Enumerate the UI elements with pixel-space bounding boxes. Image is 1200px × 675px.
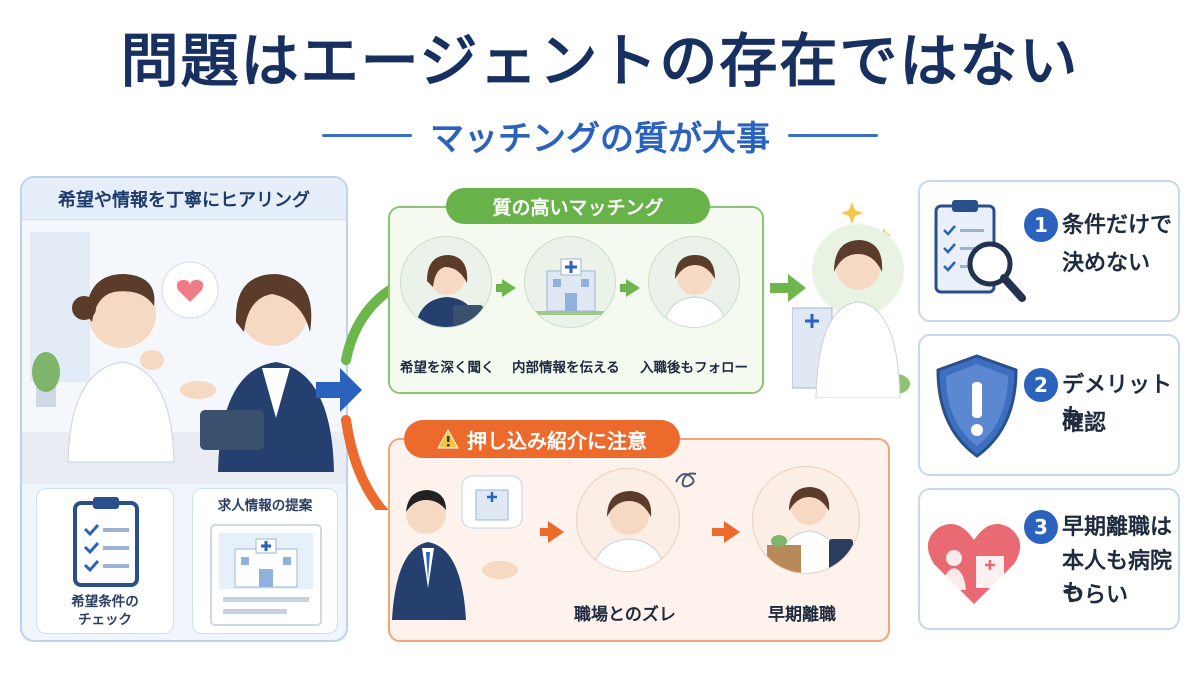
good-result-arrow-stem <box>770 283 790 293</box>
point-card-3: 3 早期離職は 本人も病院も つらい <box>918 488 1180 630</box>
bad-arrow-2-stem <box>712 528 724 536</box>
bad-arrow-1-stem <box>540 528 548 536</box>
pushy-referral-tag-label: 押し込み紹介に注意 <box>467 428 647 453</box>
hearing-panel-header: 希望や情報を丁寧にヒアリング <box>22 178 346 220</box>
step-label-follow: 入職後もフォロー <box>640 360 748 376</box>
warning-triangle-icon <box>437 429 459 449</box>
good-arrow-2 <box>626 279 640 297</box>
good-result-arrow <box>788 274 806 302</box>
checklist-card-label-1: 希望条件の <box>71 594 139 610</box>
point-card-2: 2 デメリットも 確認 <box>918 334 1180 476</box>
good-arrow-2-stem <box>620 284 626 292</box>
point-text-3a: 早期離職は <box>1062 515 1173 540</box>
pushy-referral-tag: 押し込み紹介に注意 <box>404 420 680 458</box>
subtitle-line-left <box>322 133 412 137</box>
step-info-image <box>524 236 616 328</box>
hospital-document-icon <box>210 524 322 626</box>
bad-arrow-2 <box>724 521 740 543</box>
point-text-3b: 本人も病院も <box>1062 549 1173 606</box>
point-text-2a: デメリットも <box>1062 373 1173 430</box>
step-listen-image <box>400 236 492 328</box>
job-proposal-card-title: 求人情報の提案 <box>217 498 313 514</box>
shield-exclamation-icon <box>936 354 1018 458</box>
point-number-1: 1 <box>1024 208 1058 242</box>
step-label-listen: 希望を深く聞く <box>400 360 495 376</box>
point-number-3: 3 <box>1024 510 1058 544</box>
good-arrow-1 <box>502 279 516 297</box>
page-title: 問題はエージェントの存在ではない <box>120 27 1080 95</box>
checklist-magnifier-icon <box>934 200 1026 302</box>
checklist-card-label-2: チェック <box>78 612 132 628</box>
point-card-1: 1 条件だけで 決めない <box>918 180 1180 322</box>
step-label-info: 内部情報を伝える <box>512 360 620 376</box>
early-resignation-image <box>752 466 860 574</box>
confusion-scribble-icon <box>675 472 697 488</box>
checklist-card: 希望条件の チェック <box>36 488 174 634</box>
job-proposal-card: 求人情報の提案 <box>192 488 338 634</box>
clipboard-icon <box>73 497 139 587</box>
hearing-panel: 希望や情報を丁寧にヒアリング <box>20 176 348 642</box>
subtitle-line-right <box>788 133 878 137</box>
early-resignation-label: 早期離職 <box>768 605 836 625</box>
consultation-illustration <box>22 222 346 484</box>
mismatch-image <box>576 468 680 572</box>
point-text-2b: 確認 <box>1062 411 1107 436</box>
bad-arrow-1 <box>548 521 564 543</box>
step-follow-image <box>648 236 740 328</box>
subtitle-row: マッチングの質が大事 <box>300 112 900 159</box>
point-number-2: 2 <box>1024 368 1058 402</box>
good-arrow-1-stem <box>496 284 502 292</box>
heart-hospital-icon <box>927 524 1021 604</box>
good-matching-tag: 質の高いマッチング <box>446 188 710 224</box>
happy-nurse-illustration <box>792 202 910 398</box>
pushy-agent-illustration <box>392 475 523 620</box>
subtitle: マッチングの質が大事 <box>430 118 770 159</box>
point-text-3c: つらい <box>1062 583 1129 608</box>
point-text-1a: 条件だけで <box>1062 213 1173 238</box>
mismatch-label: 職場とのズレ <box>574 605 676 625</box>
point-text-1b: 決めない <box>1062 251 1151 276</box>
